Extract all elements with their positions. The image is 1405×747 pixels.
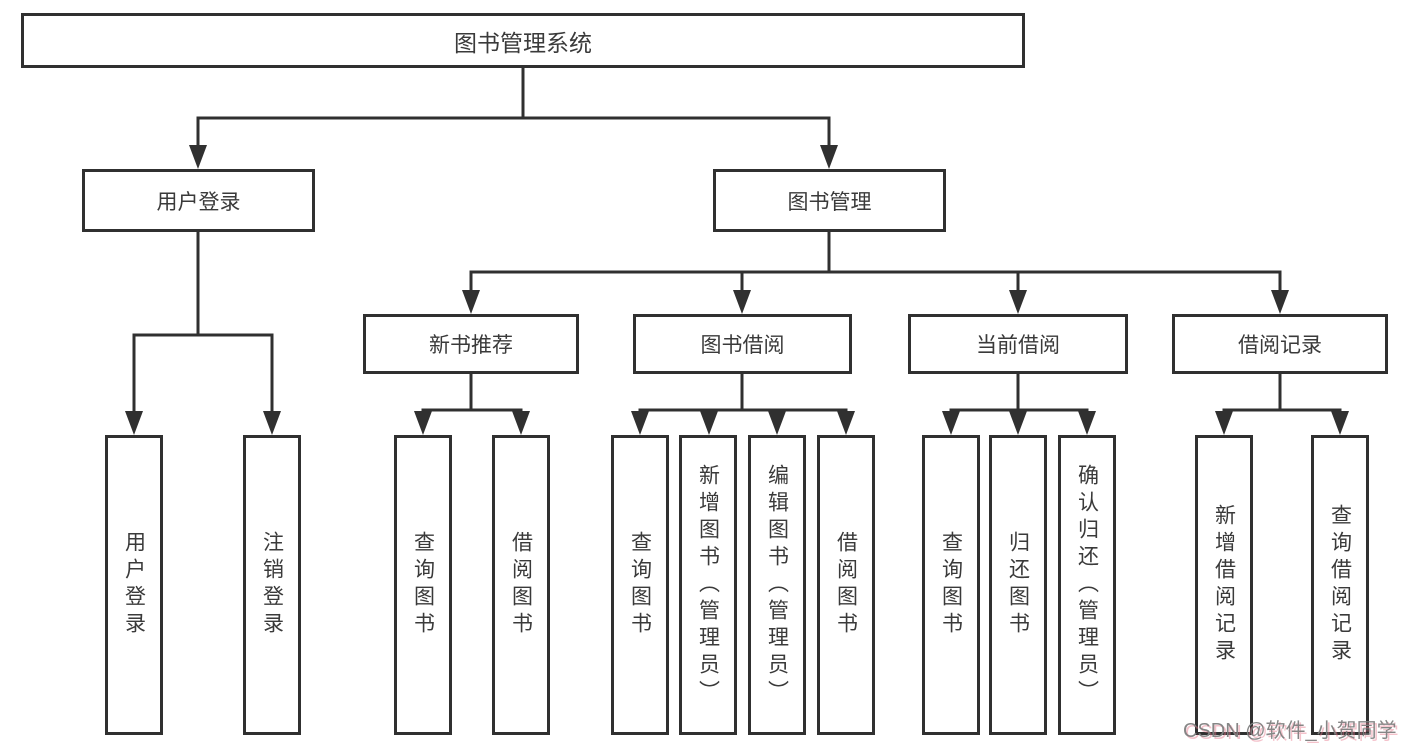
- leaf-query-borrow-record: 查询借阅记录: [1311, 435, 1369, 735]
- node-current-borrow: 当前借阅: [908, 314, 1128, 374]
- node-root-label: 图书管理系统: [454, 29, 592, 56]
- leaf-return-book-label: 归还图书: [1006, 531, 1030, 639]
- csdn-watermark: CSDN @软件_小贺同学: [1183, 720, 1397, 742]
- leaf-borrow-books: 借阅图书: [817, 435, 875, 735]
- arrowhead: [1271, 290, 1289, 314]
- arrowhead: [1078, 411, 1096, 435]
- node-new-book-recommend-label: 新书推荐: [429, 334, 513, 357]
- node-current-borrow-label: 当前借阅: [976, 334, 1060, 357]
- arrowhead: [942, 411, 960, 435]
- leaf-user-login-label: 用户登录: [122, 531, 146, 639]
- node-borrow-records: 借阅记录: [1172, 314, 1388, 374]
- leaf-query-books-current: 查询图书: [922, 435, 980, 735]
- leaf-query-books-recommend: 查询图书: [394, 435, 452, 735]
- leaf-add-borrow-record: 新增借阅记录: [1195, 435, 1253, 735]
- arrowhead: [189, 145, 207, 169]
- leaf-user-login: 用户登录: [105, 435, 163, 735]
- leaf-query-borrow-record-label: 查询借阅记录: [1328, 504, 1352, 666]
- node-root: 图书管理系统: [21, 13, 1025, 68]
- leaf-borrow-books-recommend: 借阅图书: [492, 435, 550, 735]
- leaf-query-books-recommend-label: 查询图书: [411, 531, 435, 639]
- node-book-borrow: 图书借阅: [633, 314, 852, 374]
- arrowhead: [263, 411, 281, 435]
- leaf-return-book: 归还图书: [989, 435, 1047, 735]
- arrowhead: [125, 411, 143, 435]
- arrowhead: [1331, 411, 1349, 435]
- arrowhead: [700, 411, 718, 435]
- node-book-borrow-label: 图书借阅: [700, 334, 785, 357]
- leaf-query-books-current-label: 查询图书: [939, 531, 963, 639]
- leaf-add-borrow-record-label: 新增借阅记录: [1212, 504, 1236, 666]
- leaf-edit-book-admin-label: 编辑图书（管理员）: [765, 463, 789, 707]
- node-book-management: 图书管理: [713, 169, 946, 232]
- arrowhead: [512, 411, 530, 435]
- arrowhead: [414, 411, 432, 435]
- leaf-add-book-admin-label: 新增图书（管理员）: [696, 463, 720, 707]
- arrowhead: [1215, 411, 1233, 435]
- leaf-confirm-return-admin: 确认归还（管理员）: [1058, 435, 1116, 735]
- arrowhead: [462, 290, 480, 314]
- leaf-confirm-return-admin-label: 确认归还（管理员）: [1075, 463, 1099, 707]
- node-user-login-label: 用户登录: [156, 190, 241, 214]
- leaf-borrow-books-recommend-label: 借阅图书: [509, 531, 533, 639]
- node-user-login: 用户登录: [82, 169, 315, 232]
- node-new-book-recommend: 新书推荐: [363, 314, 579, 374]
- leaf-query-books-borrow-label: 查询图书: [628, 531, 652, 639]
- node-book-management-label: 图书管理: [787, 190, 872, 214]
- arrowhead: [820, 145, 838, 169]
- leaf-logout: 注销登录: [243, 435, 301, 735]
- arrowhead: [768, 411, 786, 435]
- arrowhead: [631, 411, 649, 435]
- arrowhead: [733, 290, 751, 314]
- arrowhead: [837, 411, 855, 435]
- arrowhead: [1009, 411, 1027, 435]
- node-borrow-records-label: 借阅记录: [1238, 334, 1322, 357]
- arrowhead: [1009, 290, 1027, 314]
- leaf-logout-label: 注销登录: [260, 531, 284, 639]
- leaf-add-book-admin: 新增图书（管理员）: [679, 435, 737, 735]
- leaf-edit-book-admin: 编辑图书（管理员）: [748, 435, 806, 735]
- leaf-borrow-books-label: 借阅图书: [834, 531, 858, 639]
- leaf-query-books-borrow: 查询图书: [611, 435, 669, 735]
